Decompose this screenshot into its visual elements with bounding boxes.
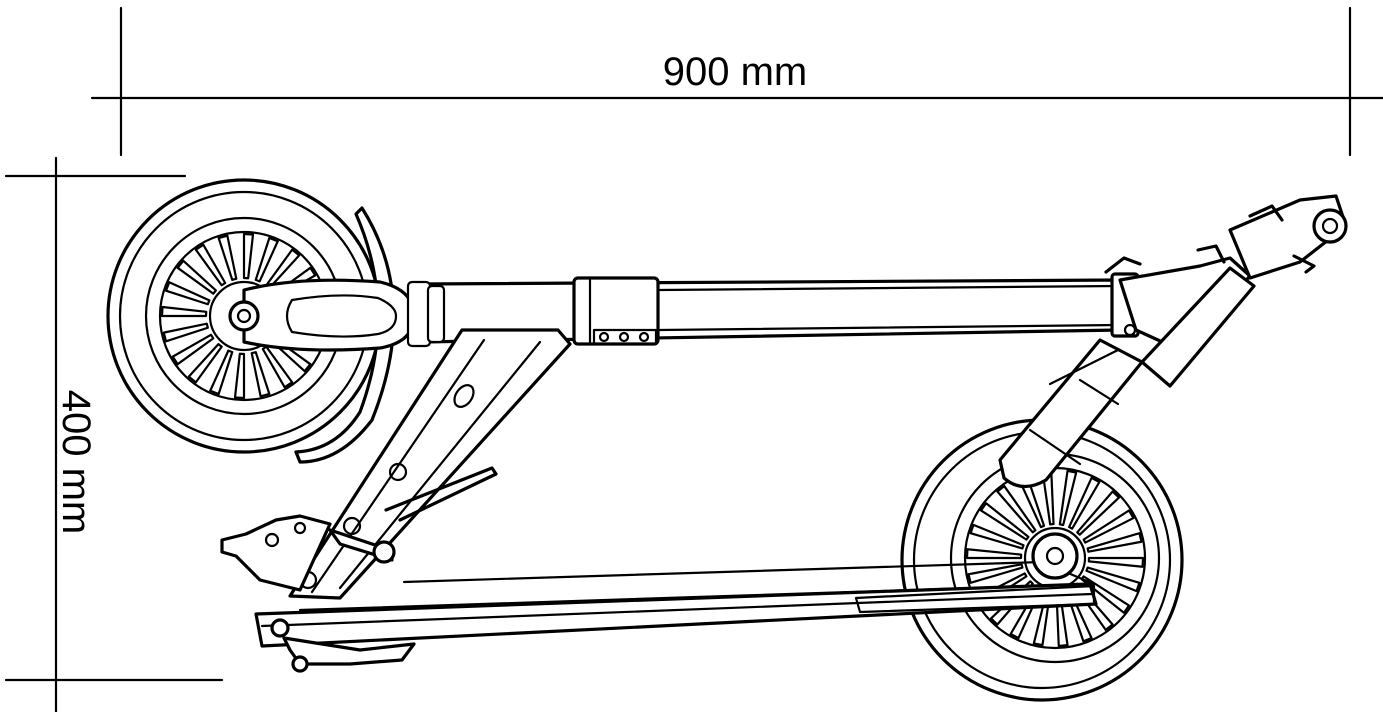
spoke bbox=[265, 248, 301, 289]
spoke bbox=[1009, 586, 1042, 640]
spoke bbox=[1086, 532, 1143, 553]
spoke bbox=[254, 236, 279, 283]
spoke bbox=[194, 243, 227, 287]
spoke bbox=[1055, 590, 1069, 648]
spoke bbox=[176, 259, 217, 295]
spoke bbox=[996, 484, 1037, 534]
down-tube bbox=[288, 328, 572, 600]
rear-brake-bracket bbox=[220, 514, 332, 592]
spoke bbox=[160, 305, 208, 318]
height-dimension-label: 400 mm bbox=[54, 389, 98, 535]
rear-handle-grip bbox=[228, 278, 446, 352]
spoke bbox=[1058, 469, 1078, 527]
spoke bbox=[187, 343, 223, 384]
spoke bbox=[171, 333, 215, 366]
spoke bbox=[209, 349, 234, 396]
spoke bbox=[969, 523, 1025, 550]
spoke bbox=[965, 548, 1023, 560]
spoke bbox=[261, 345, 294, 389]
spoke bbox=[1082, 509, 1135, 544]
width-dimension-label: 900 mm bbox=[662, 50, 808, 94]
front-wheel bbox=[900, 418, 1184, 702]
spoke bbox=[1068, 476, 1101, 530]
spoke bbox=[271, 337, 312, 373]
width-dimension bbox=[90, 6, 1383, 157]
spoke bbox=[273, 266, 317, 299]
spoke bbox=[989, 580, 1034, 626]
spoke bbox=[1085, 566, 1141, 593]
steering-tube bbox=[418, 272, 1140, 346]
spoke bbox=[250, 351, 271, 398]
spoke bbox=[967, 563, 1024, 584]
front-wheel-spokes bbox=[965, 468, 1145, 648]
height-dimension bbox=[4, 156, 224, 712]
spoke bbox=[1087, 556, 1145, 568]
spoke bbox=[233, 352, 246, 400]
spoke bbox=[1032, 589, 1052, 647]
spoke bbox=[164, 281, 211, 306]
spoke bbox=[162, 322, 209, 343]
spoke bbox=[1080, 575, 1131, 614]
spoke bbox=[979, 502, 1030, 541]
spoke bbox=[1073, 582, 1114, 632]
spoke bbox=[1076, 490, 1121, 536]
spoke bbox=[242, 232, 255, 280]
front-fork bbox=[998, 194, 1348, 580]
spoke bbox=[217, 234, 238, 281]
spoke bbox=[1064, 587, 1093, 643]
